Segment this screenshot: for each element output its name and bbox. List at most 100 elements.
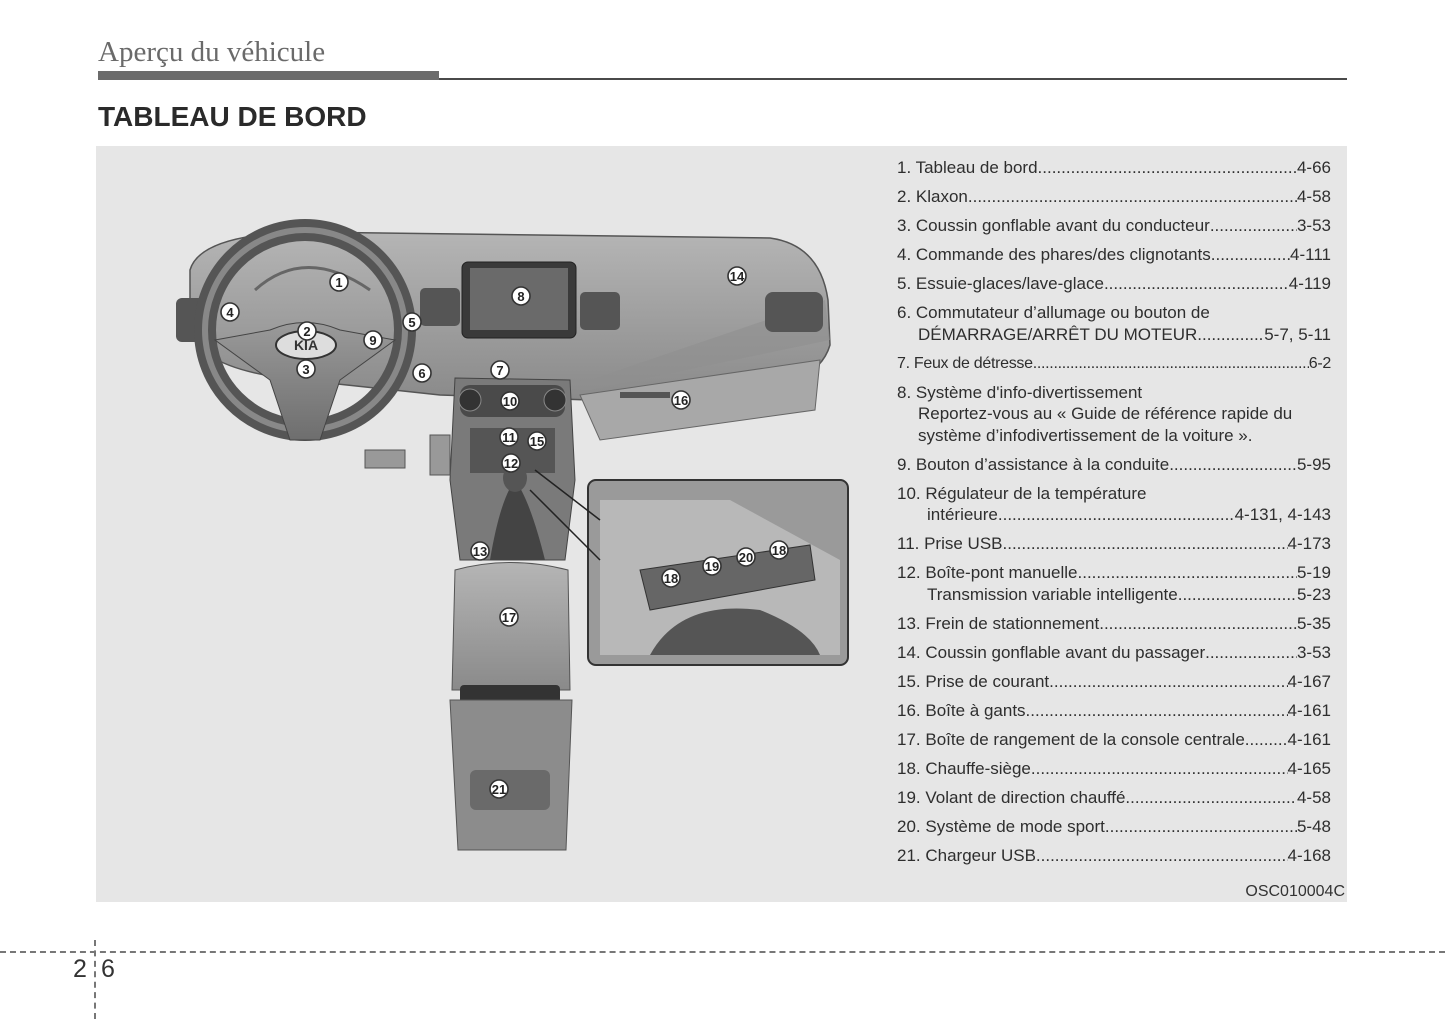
list-line: 19. Volant de direction chauffé 4-58: [897, 787, 1331, 809]
item-label: intérieure: [927, 505, 998, 524]
page-title: TABLEAU DE BORD: [98, 101, 367, 132]
dot-leader: [1205, 642, 1297, 664]
page-reference: 5-35: [1296, 613, 1331, 633]
item-label: 6. Commutateur d’allumage ou bouton de: [897, 303, 1210, 322]
list-item: 18. Chauffe-siège4-165: [897, 758, 1331, 780]
item-label: 14. Coussin gonflable avant du passager: [897, 642, 1206, 662]
svg-text:8: 8: [517, 289, 524, 304]
list-line: 3. Coussin gonflable avant du conducteur…: [897, 215, 1331, 237]
svg-text:3: 3: [302, 362, 309, 377]
dot-leader: [1003, 533, 1288, 555]
list-line: 15. Prise de courant4-167: [897, 671, 1331, 693]
list-line: Reportez-vous au « Guide de référence ra…: [897, 403, 1331, 425]
callout-18: 18: [661, 568, 681, 588]
svg-text:5: 5: [408, 315, 415, 330]
item-label: 5. Essuie-glaces/lave-glace: [897, 274, 1104, 293]
item-label: DÉMARRAGE/ARRÊT DU MOTEUR: [918, 324, 1198, 344]
list-line: 2. Klaxon 4-58: [897, 186, 1331, 208]
svg-text:19: 19: [705, 559, 719, 574]
list-item: 7. Feux de détresse6-2: [897, 353, 1331, 375]
page-reference: 4-131, 4-143: [1234, 505, 1331, 524]
callout-14: 14: [727, 266, 747, 286]
page-reference: 4-167: [1287, 671, 1331, 691]
callout-13: 13: [470, 541, 490, 561]
item-label: Transmission variable intelligente: [927, 584, 1178, 604]
callout-10: 10: [500, 391, 520, 411]
dot-leader: [1210, 215, 1297, 237]
svg-text:9: 9: [369, 333, 376, 348]
item-label: 4. Commande des phares/des clignotants: [897, 245, 1211, 264]
callout-4: 4: [220, 302, 240, 322]
callout-3: 3: [296, 359, 316, 379]
callout-19: 19: [702, 556, 722, 576]
callout-12: 12: [501, 453, 521, 473]
page-reference: 4-168: [1287, 845, 1331, 865]
page-reference: 4-119: [1288, 274, 1331, 293]
item-label: Reportez-vous au « Guide de référence ra…: [918, 404, 1293, 423]
item-label: 3. Coussin gonflable avant du conducteur: [897, 216, 1210, 235]
callout-8: 8: [511, 286, 531, 306]
page-reference: 4-165: [1287, 758, 1331, 778]
dot-leader: [1036, 845, 1288, 867]
footer-divider: [94, 940, 96, 1019]
dot-leader: [1038, 157, 1297, 179]
page-reference: 4-161: [1287, 700, 1331, 720]
list-line: 16. Boîte à gants4-161: [897, 700, 1331, 722]
list-line: 4. Commande des phares/des clignotants 4…: [897, 244, 1331, 266]
list-item: 16. Boîte à gants4-161: [897, 700, 1331, 722]
svg-text:6: 6: [418, 366, 425, 381]
page-reference: 6-2: [1308, 354, 1331, 372]
list-item: 6. Commutateur d’allumage ou bouton de DÉ…: [897, 302, 1331, 345]
callout-18b: 18: [769, 540, 789, 560]
svg-text:7: 7: [496, 363, 503, 378]
callout-2: 2: [297, 321, 317, 341]
dot-leader: [1105, 816, 1297, 838]
list-line: 20. Système de mode sport5-48: [897, 816, 1331, 838]
callout-16: 16: [671, 390, 691, 410]
list-item: 11. Prise USB 4-173: [897, 533, 1331, 555]
svg-text:20: 20: [739, 550, 753, 565]
dot-leader: [1211, 244, 1290, 266]
list-item: 20. Système de mode sport5-48: [897, 816, 1331, 838]
footer-rule: [0, 951, 1445, 953]
item-label: 11. Prise USB: [897, 534, 1003, 553]
list-line: système d’infodivertissement de la voitu…: [897, 425, 1331, 447]
list-item: 4. Commande des phares/des clignotants 4…: [897, 244, 1331, 266]
page-reference: 3-53: [1296, 216, 1331, 235]
page-reference: 5-23: [1296, 584, 1331, 604]
callout-20: 20: [736, 547, 756, 567]
item-label: 17. Boîte de rangement de la console cen…: [897, 729, 1245, 749]
list-line: 17. Boîte de rangement de la console cen…: [897, 729, 1331, 751]
list-line: 14. Coussin gonflable avant du passager3…: [897, 642, 1331, 664]
list-item: 13. Frein de stationnement 5-35: [897, 613, 1331, 635]
callout-5: 5: [402, 312, 422, 332]
list-item: 19. Volant de direction chauffé 4-58: [897, 787, 1331, 809]
item-label: 8. Système d'info-divertissement: [897, 382, 1143, 402]
header-bar: [98, 71, 439, 80]
svg-text:11: 11: [502, 430, 516, 445]
item-label: 9. Bouton d’assistance à la conduite: [897, 454, 1170, 474]
page-reference: 4-58: [1296, 787, 1331, 807]
dot-leader: [1026, 700, 1288, 722]
svg-text:18: 18: [664, 571, 678, 586]
list-line: Transmission variable intelligente 5-23: [897, 584, 1331, 606]
dot-leader: [1033, 353, 1309, 375]
item-label: 19. Volant de direction chauffé: [897, 787, 1126, 807]
list-line: 6. Commutateur d’allumage ou bouton de: [897, 302, 1331, 324]
callout-11: 11: [499, 427, 519, 447]
list-line: 13. Frein de stationnement 5-35: [897, 613, 1331, 635]
list-line: 9. Bouton d’assistance à la conduite 5-9…: [897, 454, 1331, 476]
svg-text:10: 10: [503, 394, 517, 409]
kia-logo: KIA: [294, 337, 318, 353]
header-rule: [439, 78, 1347, 80]
list-item: 9. Bouton d’assistance à la conduite 5-9…: [897, 454, 1331, 476]
item-label: système d’infodivertissement de la voitu…: [918, 425, 1253, 445]
callout-17: 17: [499, 607, 519, 627]
dot-leader: [1099, 613, 1297, 635]
item-label: 20. Système de mode sport: [897, 816, 1105, 836]
dot-leader: [1078, 562, 1297, 584]
item-label: 12. Boîte-pont manuelle: [897, 563, 1078, 582]
svg-text:16: 16: [674, 393, 688, 408]
page-reference: 4-66: [1296, 158, 1331, 177]
list-item: 5. Essuie-glaces/lave-glace 4-119: [897, 273, 1331, 295]
